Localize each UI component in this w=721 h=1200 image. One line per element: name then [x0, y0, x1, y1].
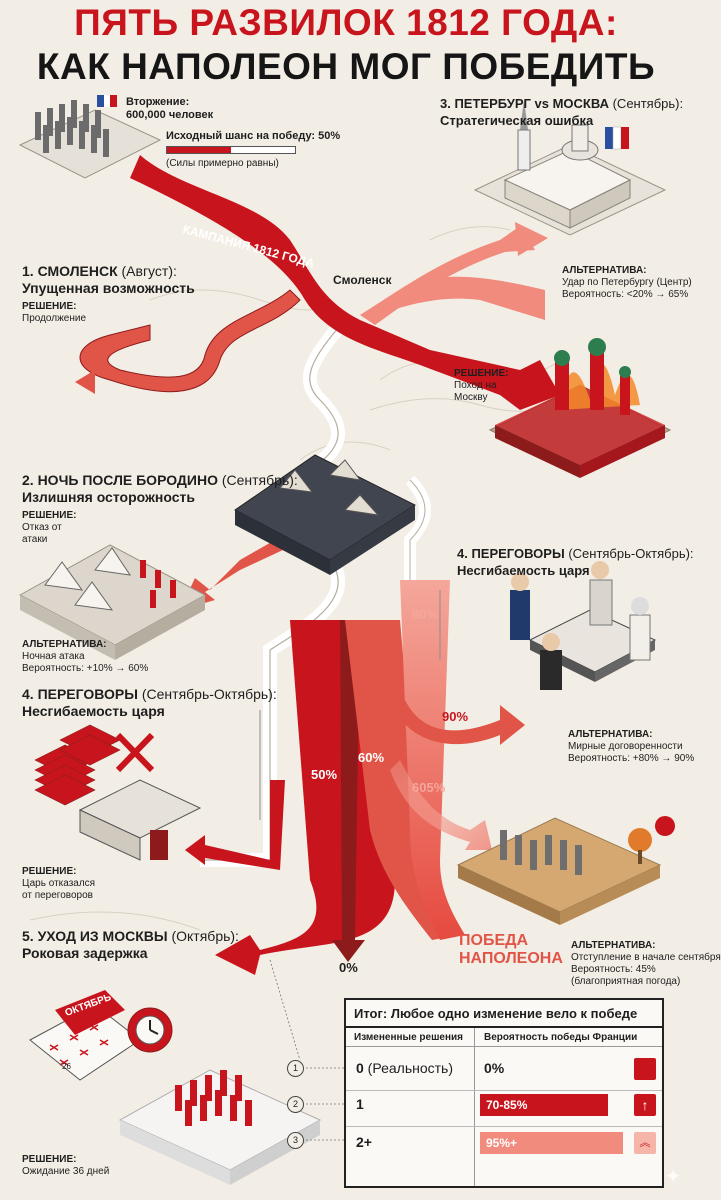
- paper-stacks: [34, 724, 202, 861]
- fork3-alt-label: АЛЬТЕРНАТИВА:: [562, 265, 647, 276]
- chance-bar: [166, 146, 296, 154]
- small-square-icon: [634, 1058, 656, 1080]
- fork2-alt-line2: Вероятность: +10% → 60%: [22, 663, 149, 674]
- summary-col-probability: Вероятность победы Франции: [484, 1032, 638, 1043]
- arrow-up-icon: ↑: [634, 1094, 656, 1116]
- fork1-title: 1. СМОЛЕНСК (Август):: [22, 263, 177, 279]
- retreat-alt-label: АЛЬТЕРНАТИВА:: [571, 940, 656, 951]
- fork5-decision-label: РЕШЕНИЕ:: [22, 1154, 77, 1165]
- chance-note: (Силы примерно равны): [166, 158, 279, 169]
- calendar: [29, 990, 173, 1081]
- fork3-decision-label: РЕШЕНИЕ:: [454, 368, 509, 379]
- fork4l-decision-line2: от переговоров: [22, 890, 93, 901]
- title-line-1: ПЯТЬ РАЗВИЛОК 1812 ГОДА:: [74, 2, 618, 43]
- fork4l-decision-line1: Царь отказался: [22, 878, 96, 889]
- fork3-subtitle: Стратегическая ошибка: [440, 113, 594, 128]
- fork4r-alt-label: АЛЬТЕРНАТИВА:: [568, 729, 653, 740]
- retreat-alt-line3: (благоприятная погода): [571, 976, 681, 987]
- double-chevron-up-icon: ︽: [634, 1132, 656, 1154]
- chance-label: Исходный шанс на победу: 50%: [166, 130, 341, 142]
- flow-diagram: [18, 95, 675, 1185]
- fork2-decision-line2: атаки: [22, 534, 48, 545]
- fork4r-subtitle: Несгибаемость царя: [457, 563, 590, 578]
- negotiation-table: [510, 561, 657, 690]
- flow-label-60: 60%: [358, 750, 385, 765]
- header-divider: [346, 1046, 662, 1047]
- fork1-decision-label: РЕШЕНИЕ:: [22, 301, 77, 312]
- row-number-3: 3: [287, 1132, 304, 1149]
- fork4r-alt-line1: Мирные договоренности: [568, 741, 683, 752]
- fork3-alt-line2: Вероятность: <20% → 65%: [562, 289, 689, 300]
- summary-row-2-bar: 95%+: [480, 1132, 623, 1154]
- fork3-decision-line2: Москву: [454, 392, 488, 403]
- sparkle-icon: ✦: [664, 1166, 682, 1188]
- chance-bar-fill: [167, 147, 231, 153]
- flow-605: [390, 760, 492, 850]
- column-divider: [474, 1028, 475, 1186]
- russian-camp: [18, 544, 207, 660]
- retreat-alt-line1: Отступление в начале сентября: [571, 952, 721, 963]
- row-divider: [346, 1126, 662, 1127]
- summary-title: Итог: Любое одно изменение вело к победе: [346, 1000, 662, 1028]
- flow-80: [400, 580, 465, 940]
- petersburg-building: [473, 100, 667, 236]
- row-number-2: 2: [287, 1096, 304, 1113]
- fork2-decision-line1: Отказ от: [22, 522, 62, 533]
- invasion-count: 600,000 человек: [126, 109, 214, 121]
- fork2-alt-label: АЛЬТЕРНАТИВА:: [22, 639, 107, 650]
- row-number-1: 1: [287, 1060, 304, 1077]
- fork4r-title: 4. ПЕРЕГОВОРЫ (Сентябрь-Октябрь):: [457, 546, 694, 561]
- victory-label: ПОБЕДА НАПОЛЕОНА: [459, 932, 563, 968]
- summary-row-0-label: 0 (Реальность): [356, 1060, 453, 1076]
- invasion-label: Вторжение:: [126, 96, 190, 108]
- flow-label-80: 80%: [412, 607, 439, 622]
- smolensk-label: Смоленск: [333, 273, 392, 287]
- fork2-title: 2. НОЧЬ ПОСЛЕ БОРОДИНО (Сентябрь):: [22, 472, 298, 488]
- title-line-2: КАК НАПОЛЕОН МОГ ПОБЕДИТЬ: [36, 46, 656, 87]
- fork4l-decision-label: РЕШЕНИЕ:: [22, 866, 77, 877]
- autumn-march: [456, 816, 675, 925]
- fork1-decision: Продолжение: [22, 313, 87, 324]
- summary-box: Итог: Любое одно изменение вело к победе…: [344, 998, 664, 1188]
- summary-row-1-label: 1: [356, 1096, 364, 1112]
- fork5-decision: Ожидание 36 дней: [22, 1166, 110, 1177]
- cross-mark: [115, 732, 155, 773]
- row-divider: [346, 1090, 662, 1091]
- flow-label-50: 50%: [311, 767, 338, 782]
- summary-col-decisions: Измененные решения: [354, 1032, 464, 1043]
- summary-row-2-label: 2+: [356, 1134, 372, 1150]
- fork2-decision-label: РЕШЕНИЕ:: [22, 510, 77, 521]
- fork4r-alt-line2: Вероятность: +80% → 90%: [568, 753, 695, 764]
- victory-line-1: ПОБЕДА: [459, 932, 529, 949]
- fork3-alt-line1: Удар по Петербургу (Центр): [562, 277, 692, 288]
- borodino-camp: [234, 454, 417, 575]
- smolensk-loop: [79, 289, 301, 393]
- flow-label-90: 90%: [442, 709, 469, 724]
- fork4l-subtitle: Несгибаемость царя: [22, 703, 165, 719]
- fork2-subtitle: Излишняя осторожность: [22, 489, 195, 505]
- fork2-alt-line1: Ночная атака: [22, 651, 85, 662]
- summary-row-1-bar: 70-85%: [480, 1094, 608, 1116]
- fork4l-title: 4. ПЕРЕГОВОРЫ (Сентябрь-Октябрь):: [22, 686, 277, 702]
- fork5-subtitle: Роковая задержка: [22, 945, 148, 961]
- flow-to-negotiation: [185, 780, 285, 870]
- infographic-page: ПЯТЬ РАЗВИЛОК 1812 ГОДА: КАК НАПОЛЕОН МО…: [18, 2, 721, 1188]
- fork3-decision-line1: Поход на: [454, 380, 497, 391]
- invasion-army: [18, 95, 162, 179]
- campaign-ribbon: [130, 155, 560, 410]
- flow-label-0: 0%: [339, 960, 358, 975]
- fork1-subtitle: Упущенная возможность: [22, 280, 195, 296]
- flow-label-605: 605%: [412, 780, 446, 795]
- snowy-march: [118, 1069, 322, 1185]
- flow-90: [395, 700, 525, 745]
- summary-row-0-value: 0%: [484, 1060, 505, 1076]
- fork5-title: 5. УХОД ИЗ МОСКВЫ (Октябрь):: [22, 928, 239, 944]
- fork3-title: 3. ПЕТЕРБУРГ vs МОСКВА (Сентябрь):: [440, 96, 684, 111]
- victory-line-2: НАПОЛЕОНА: [459, 950, 563, 967]
- retreat-alt-line2: Вероятность: 45%: [571, 964, 656, 975]
- moscow-kremlin: [488, 338, 672, 478]
- calendar-day: 26: [62, 1062, 71, 1071]
